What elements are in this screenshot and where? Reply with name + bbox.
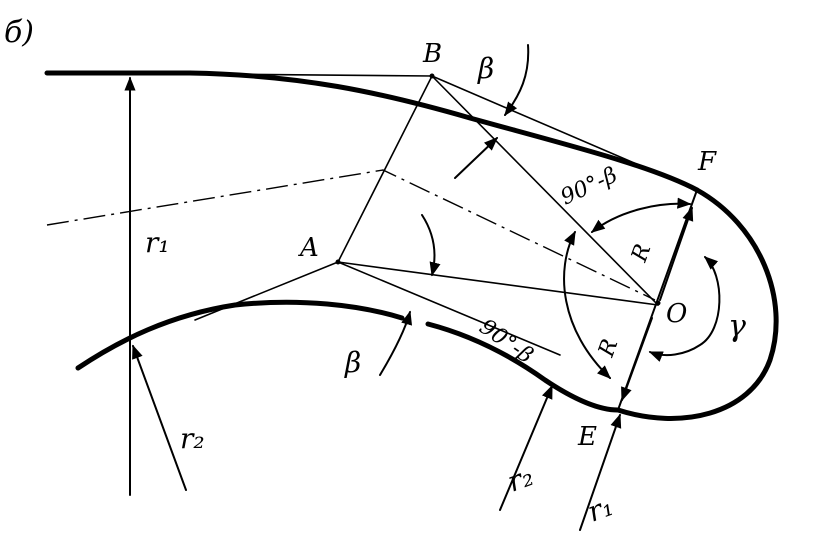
leading-edge-arc	[615, 187, 779, 421]
angle-top-label: 90°-β	[557, 163, 621, 211]
point-a	[335, 259, 341, 265]
r1-bottom-label: r₁	[583, 489, 617, 528]
r2-bottom-arrow	[499, 384, 553, 511]
line-b-o	[431, 75, 659, 306]
beta-top-label: β	[477, 52, 494, 85]
beta-bottom-leader	[379, 310, 413, 376]
beta-top-leader	[454, 137, 499, 179]
r2-left-arrow	[132, 344, 187, 491]
beta-bottom-arc-arrow	[421, 214, 441, 277]
lower-profile-curve-right	[425, 321, 621, 413]
point-f-label: F	[697, 147, 717, 177]
line-a-o	[337, 261, 659, 306]
gamma-label: γ	[728, 309, 746, 344]
r-bottom-label: R	[594, 336, 624, 361]
gamma-arc	[648, 256, 721, 362]
angle-top-arc	[590, 197, 692, 233]
point-o	[655, 300, 661, 306]
point-o-label: O	[666, 299, 687, 329]
r-top-arrow	[659, 206, 694, 301]
panel-label: б)	[4, 15, 34, 50]
r-top-label: R	[627, 241, 657, 266]
angle-bottom-arc	[563, 230, 612, 379]
line-a-lower	[337, 261, 561, 356]
line-b-f	[431, 75, 698, 191]
point-b	[429, 73, 435, 79]
r2-left-label: r₂	[180, 422, 205, 455]
point-b-label: B	[422, 39, 442, 69]
center-line	[46, 169, 656, 301]
r1-left-label: r₁	[145, 226, 170, 259]
point-e-label: E	[577, 422, 597, 452]
beta-bottom-label: β	[344, 346, 361, 379]
r1-bottom-arrow	[579, 413, 622, 531]
line-b-a	[337, 75, 433, 263]
beta-top-arc-arrow	[504, 44, 530, 117]
tangent-line-to-b	[199, 73, 433, 77]
point-a-label: A	[298, 233, 319, 263]
upper-profile-curve	[44, 70, 700, 193]
line-a-left-lower	[194, 261, 339, 321]
lower-profile-curve-left	[75, 299, 405, 371]
r-bottom-arrow	[621, 317, 653, 402]
